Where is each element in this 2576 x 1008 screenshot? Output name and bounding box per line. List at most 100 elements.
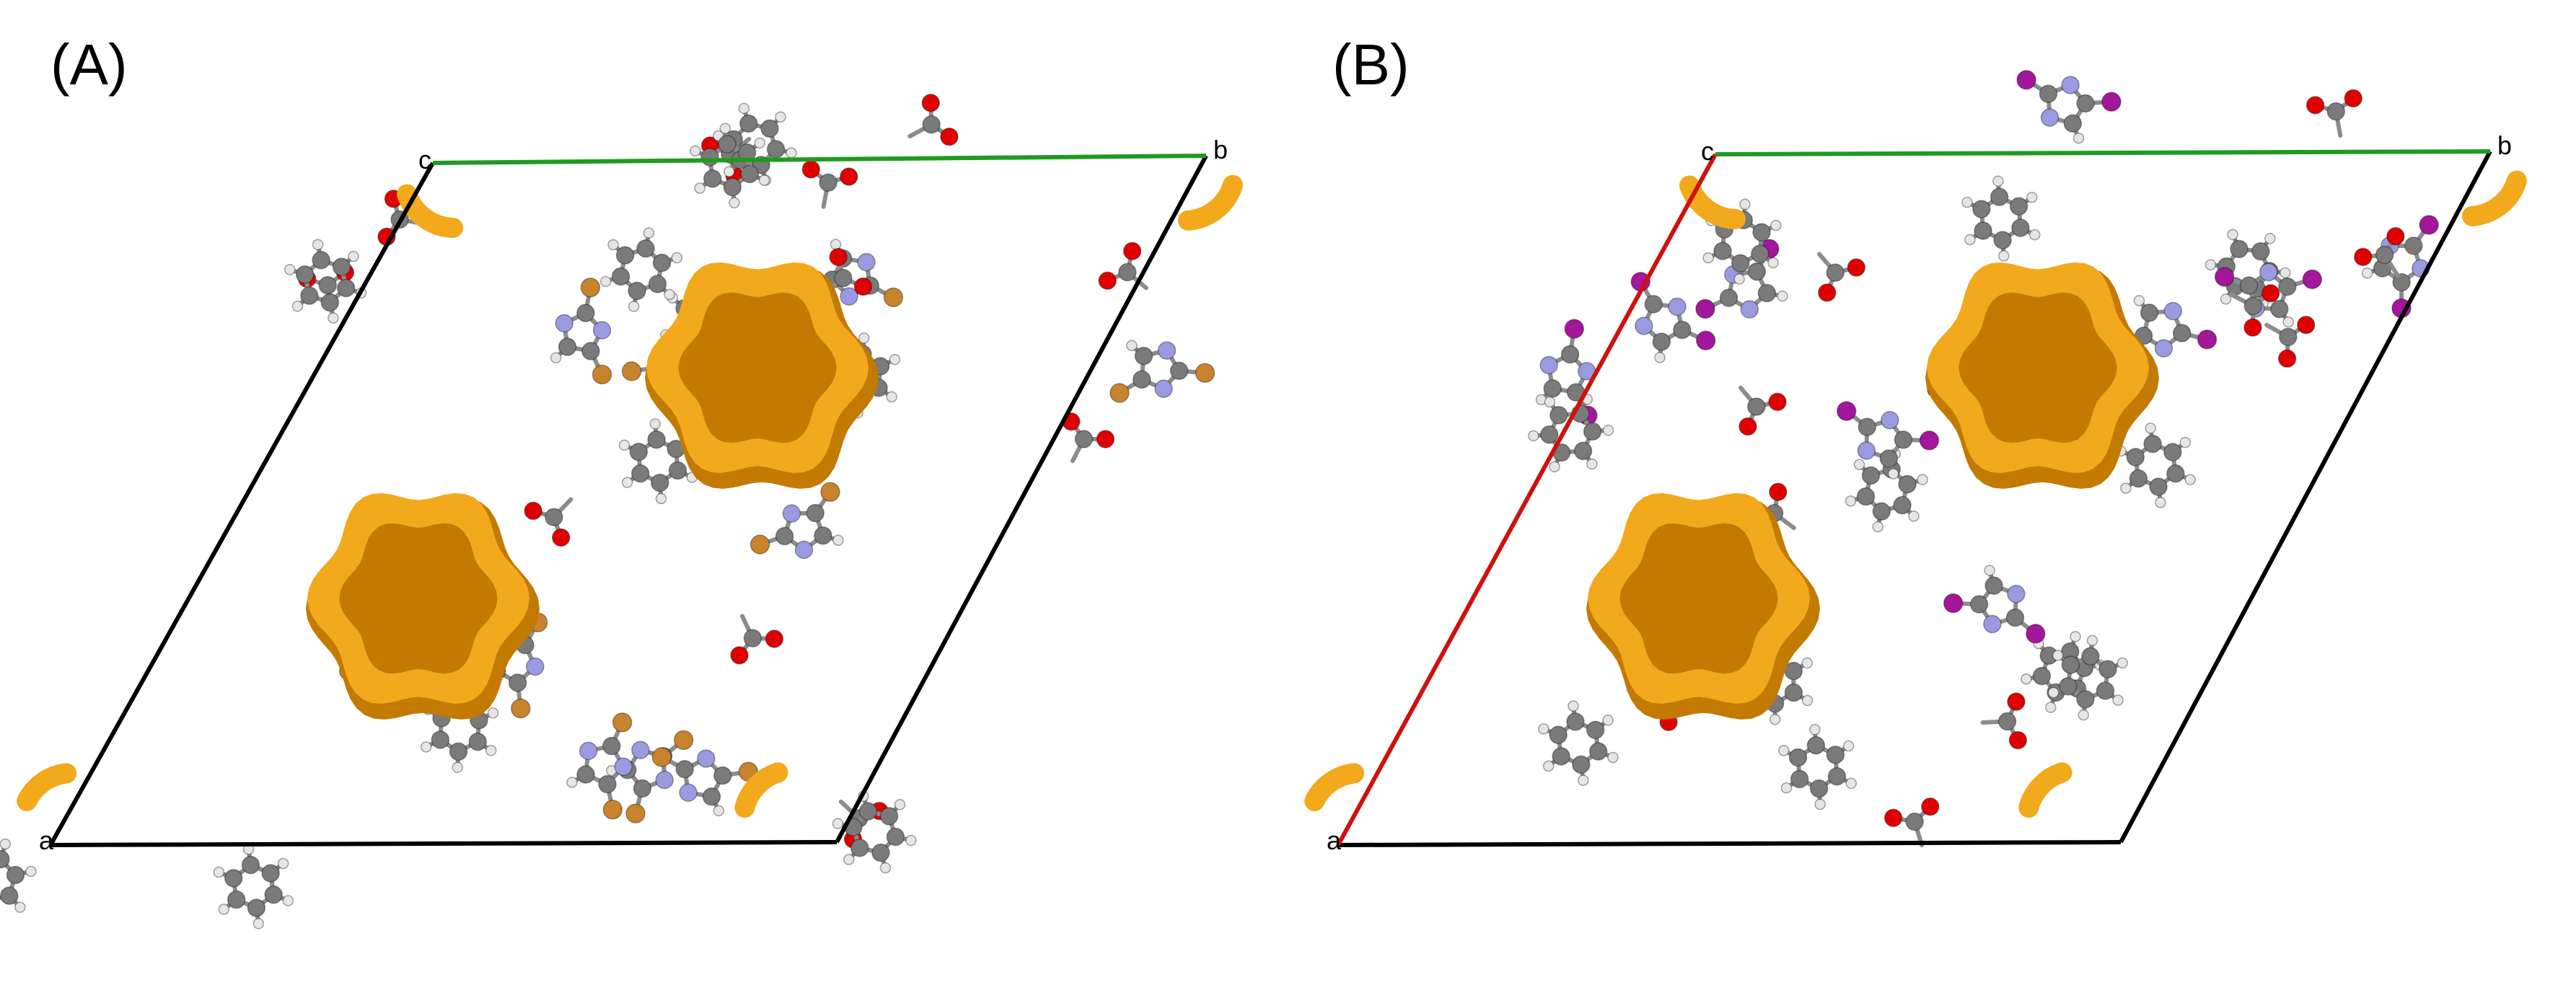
carbon-atom xyxy=(611,267,630,286)
hydrogen-atom xyxy=(1908,510,1920,522)
oxygen-atom xyxy=(1818,283,1837,302)
halogen-atom xyxy=(673,730,694,751)
carbon-atom xyxy=(1784,683,1803,702)
carbon-atom xyxy=(1993,231,2012,249)
carbon-atom xyxy=(2096,681,2115,700)
carbon-atom xyxy=(806,503,825,523)
hydrogen-atom xyxy=(2179,436,2192,448)
nitrogen-atom xyxy=(840,287,858,306)
nitrogen-atom xyxy=(696,749,716,768)
oxygen-atom xyxy=(1847,258,1866,277)
hydrogen-atom xyxy=(1577,774,1589,786)
nitrogen-atom xyxy=(1157,341,1177,360)
hydrogen-atom xyxy=(1542,760,1555,772)
carbon-atom xyxy=(1731,254,1750,273)
oxygen-atom xyxy=(2261,284,2280,303)
hydrogen-atom xyxy=(889,353,901,366)
corner-void xyxy=(2018,762,2072,818)
carbon-atom xyxy=(1549,406,1568,425)
carbon-atom xyxy=(2081,647,2100,666)
void-channel-inner-edge xyxy=(1959,292,2117,443)
carbon-atom xyxy=(1905,812,1924,831)
nitrogen-atom xyxy=(592,321,612,340)
carbon-atom xyxy=(558,337,577,356)
halogen-atom xyxy=(2214,267,2235,287)
hydrogen-atom xyxy=(1602,715,1614,726)
carbon-atom xyxy=(886,827,905,846)
hydrogen-atom xyxy=(1801,657,1814,669)
hydrogen-atom xyxy=(621,477,633,488)
carbon-atom xyxy=(312,251,330,270)
carbon-atom xyxy=(1134,346,1153,366)
cell-edge-b-axis xyxy=(1715,149,2491,156)
hydrogen-atom xyxy=(1917,474,1928,486)
carbon-atom xyxy=(1713,242,1732,260)
carbon-atom xyxy=(713,766,732,785)
carbon-atom xyxy=(2149,477,2168,496)
nitrogen-atom xyxy=(2163,301,2183,321)
oxygen-atom xyxy=(730,646,749,665)
carbon-atom xyxy=(1583,422,1602,441)
hydrogen-atom xyxy=(2086,635,2098,647)
carbon-atom xyxy=(1757,283,1777,303)
hydrogen-atom xyxy=(2155,497,2166,508)
hydrogen-atom xyxy=(2078,709,2090,721)
oxygen-atom xyxy=(524,501,542,521)
carbon-atom xyxy=(508,673,527,692)
hydrogen-atom xyxy=(566,777,578,788)
oxygen-atom xyxy=(1098,271,1117,291)
carbon-atom xyxy=(1872,502,1891,521)
cell-edge-a-axis xyxy=(48,162,435,846)
carbon-atom xyxy=(0,886,19,906)
hydrogen-atom xyxy=(1964,234,1976,246)
hydrogen-atom xyxy=(758,174,770,186)
hydrogen-atom xyxy=(1733,273,1745,285)
carbon-atom xyxy=(2243,296,2263,315)
hydrogen-atom xyxy=(599,275,612,288)
carbon-atom xyxy=(1572,755,1591,774)
axis-label-c: c xyxy=(1701,136,1714,166)
hydrogen-atom xyxy=(1997,250,2010,262)
carbon-atom xyxy=(702,787,721,806)
panel-label: (B) xyxy=(1332,32,1410,97)
carbon-atom xyxy=(318,275,338,295)
hydrogen-atom xyxy=(1984,565,1995,576)
hydrogen-atom xyxy=(1814,798,1826,810)
carbon-atom xyxy=(739,114,758,133)
halogen-atom xyxy=(749,534,770,554)
halogen-atom xyxy=(2302,269,2323,290)
nitrogen-atom xyxy=(2154,339,2173,358)
carbon-atom xyxy=(850,839,869,857)
oxygen-atom xyxy=(1122,242,1142,261)
carbon-atom xyxy=(468,733,487,751)
hydrogen-atom xyxy=(2280,267,2291,279)
hydrogen-atom xyxy=(879,862,892,874)
nitrogen-atom xyxy=(857,252,876,272)
oxygen-atom xyxy=(2297,315,2316,335)
carbon-atom xyxy=(581,342,600,361)
carbon-atom xyxy=(1809,779,1829,798)
void-channel xyxy=(1588,493,1810,704)
hydrogen-atom xyxy=(328,312,339,324)
oxygen-atom xyxy=(801,160,821,179)
carbon-atom xyxy=(1826,746,1845,764)
carbon-atom xyxy=(647,430,666,449)
carbon-atom xyxy=(675,759,695,779)
hydrogen-atom xyxy=(2026,191,2038,203)
hydrogen-atom xyxy=(607,239,619,251)
halogen-atom xyxy=(1695,299,1715,319)
hydrogen-atom xyxy=(1842,740,1855,752)
panel-label: (A) xyxy=(50,32,128,97)
hydrogen-atom xyxy=(618,439,630,451)
carbon-atom xyxy=(743,629,762,647)
carbon-atom xyxy=(1827,767,1847,786)
hydrogen-atom xyxy=(775,111,786,123)
hydrogen-atom xyxy=(1992,175,2004,187)
hydrogen-atom xyxy=(2264,233,2276,244)
carbon-atom xyxy=(703,169,722,188)
hydrogen-atom xyxy=(1853,459,1865,471)
cell-edge xyxy=(1337,840,2122,847)
crystal-structure-a: abc xyxy=(0,93,1243,929)
halogen-atom xyxy=(1564,319,1585,339)
